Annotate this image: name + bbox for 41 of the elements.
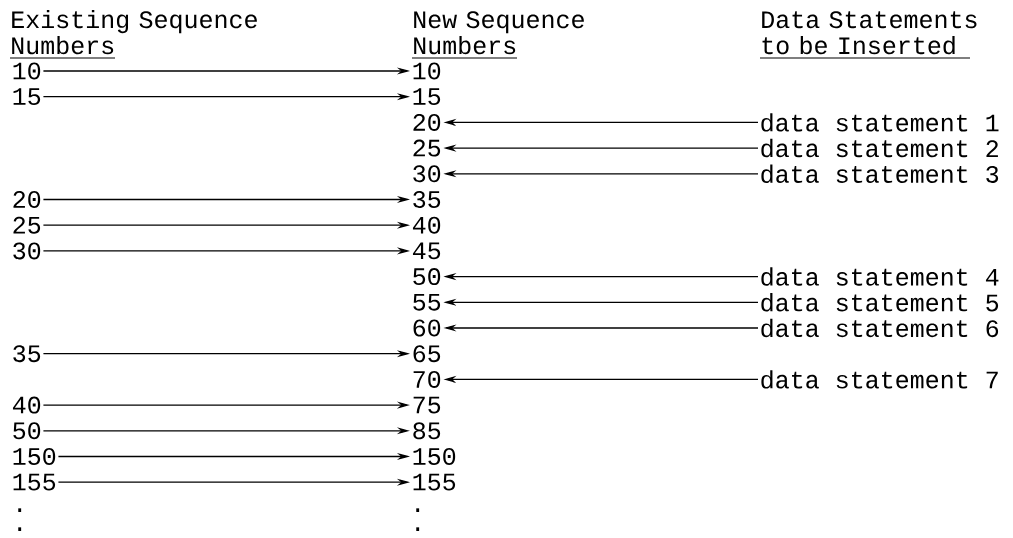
ellipsis-dot: . [416, 527, 420, 531]
sequence-number: 45 [412, 242, 441, 260]
sequence-number: 50 [13, 422, 41, 440]
sequence-number: 70 [413, 370, 441, 388]
data-statement-label: data statement 3 [761, 164, 999, 183]
sequence-number: 150 [413, 448, 456, 465]
sequence-number: 40 [412, 216, 441, 234]
sequence-number: 25 [413, 139, 441, 157]
sequence-number: 35 [13, 345, 41, 363]
sequence-number: 50 [413, 268, 441, 286]
sequence-number: 155 [413, 473, 456, 491]
sequence-number: 30 [413, 165, 441, 183]
sequence-number: 85 [413, 422, 441, 440]
data-statement-label: data statement 7 [761, 370, 998, 389]
data-statement-label: data statement 5 [761, 293, 999, 312]
sequence-number: 15 [13, 88, 41, 106]
ellipsis-dot: . [416, 508, 420, 512]
sequence-number: 155 [13, 473, 56, 491]
ellipsis-dot: . [18, 508, 22, 512]
sequence-number: 10 [13, 62, 41, 80]
sequence-number: 20 [413, 113, 441, 131]
column-heading: Existing Sequence Numbers [9, 9, 257, 59]
sequence-number: 25 [13, 216, 41, 234]
sequence-number: 20 [13, 191, 41, 208]
data-statement-label: data statement 4 [761, 267, 999, 286]
sequence-number: 55 [413, 293, 441, 311]
sequence-number: 75 [413, 396, 441, 414]
sequence-number: 40 [12, 396, 41, 414]
sequence-number: 60 [413, 319, 441, 337]
ellipsis-dot: . [18, 527, 22, 531]
sequence-number: 150 [13, 448, 56, 465]
data-statement-label: data statement 1 [761, 113, 999, 132]
data-statement-label: data statement 6 [761, 318, 999, 338]
sequence-number: 30 [13, 242, 41, 260]
column-heading: Data Statements to be Inserted [759, 11, 977, 59]
sequence-number: 10 [413, 62, 441, 80]
column-heading: New Sequence Numbers [411, 11, 584, 59]
sequence-number: 65 [413, 345, 441, 363]
data-statement-label: data statement 2 [761, 138, 998, 158]
sequence-number: 15 [413, 88, 441, 106]
sequence-number: 35 [413, 191, 441, 208]
